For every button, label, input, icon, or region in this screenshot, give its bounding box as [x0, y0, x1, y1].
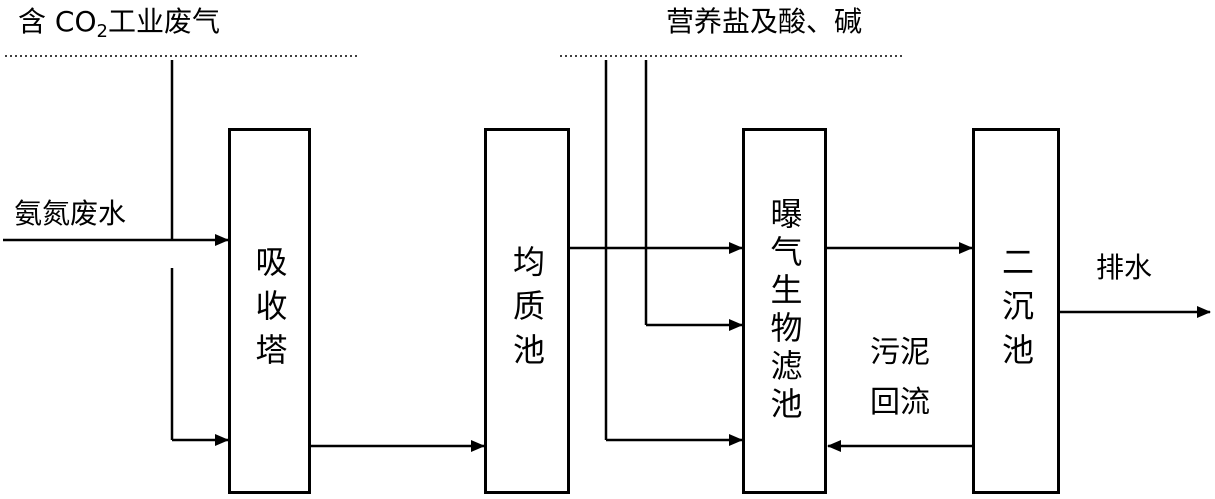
co2-gas-suffix: 工业废气	[107, 5, 220, 38]
equalization-box: 均质池	[484, 128, 570, 494]
co2-gas-subscript: 2	[96, 21, 108, 42]
nutrients-text: 营养盐及酸、碱	[666, 5, 863, 38]
co2-gas-prefix: 含 CO	[18, 5, 97, 38]
ammonia-wastewater-text: 氨氮废水	[14, 197, 127, 230]
sludge-return-label: 污泥回流	[870, 335, 930, 420]
discharge-label: 排水	[1096, 254, 1152, 282]
baf-box: 曝气生物滤池	[742, 128, 827, 494]
clarifier-label: 二沉池	[997, 245, 1035, 377]
nutrients-label: 营养盐及酸、碱	[666, 8, 862, 36]
absorber-box: 吸收塔	[228, 128, 311, 494]
clarifier-box: 二沉池	[972, 128, 1060, 494]
equalization-label: 均质池	[508, 245, 546, 377]
ammonia-wastewater-label: 氨氮废水	[14, 200, 126, 228]
co2-gas-label: 含 CO2工业废气	[18, 8, 220, 41]
absorber-label: 吸收塔	[250, 245, 289, 377]
discharge-text: 排水	[1096, 251, 1153, 284]
baf-label: 曝气生物滤池	[765, 197, 804, 425]
